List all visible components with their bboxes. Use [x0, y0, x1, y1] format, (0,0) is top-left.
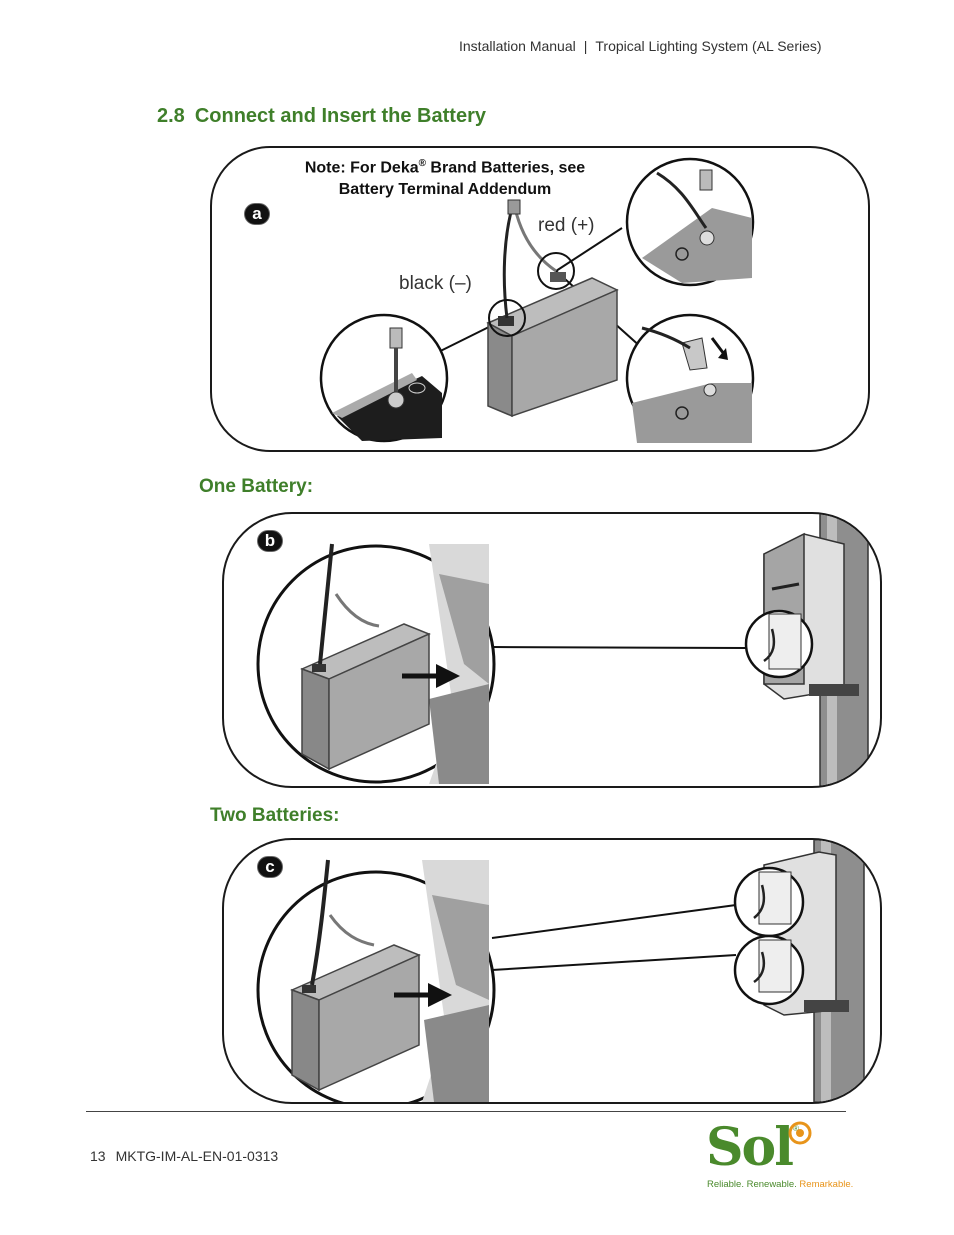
figure-c-panel — [222, 838, 882, 1104]
battery-terminal-illustration — [319, 157, 755, 443]
document-code: MKTG-IM-AL-EN-01-0313 — [115, 1148, 279, 1164]
tagline-part1: Reliable. Renewable. — [707, 1179, 800, 1190]
figure-b-panel — [222, 512, 882, 788]
two-batteries-heading: Two Batteries: — [210, 805, 340, 826]
section-title: Connect and Insert the Battery — [194, 105, 486, 127]
one-battery-heading: One Battery: — [199, 476, 314, 497]
note-suffix: Brand Batteries, see — [425, 159, 586, 177]
footer-doc-info: 13 MKTG-IM-AL-EN-01-0313 — [90, 1148, 278, 1164]
one-battery-illustration — [256, 514, 869, 786]
registered-mark: ® — [418, 158, 426, 169]
label-red-positive: red (+) — [538, 215, 595, 236]
logo-registered-mark: ® — [793, 1124, 799, 1133]
header-manual: Installation Manual — [459, 38, 576, 54]
figure-a-badge: a — [244, 203, 270, 225]
sol-logo-wordmark: Sol — [706, 1117, 794, 1178]
note-prefix: Note: For Deka — [304, 159, 419, 177]
running-header: Installation Manual | Tropical Lighting Sy… — [459, 38, 822, 54]
header-product: Tropical Lighting System (AL Series) — [595, 38, 822, 54]
section-heading: 2.8 Connect and Insert the Battery — [157, 105, 486, 128]
deka-note: Note: For Deka® Brand Batteries, see Bat… — [260, 153, 630, 201]
header-separator: | — [583, 38, 588, 54]
label-black-negative: black (–) — [399, 273, 472, 294]
footer-divider — [86, 1111, 846, 1112]
logo-tagline: Reliable. Renewable. Remarkable. — [707, 1179, 853, 1190]
two-batteries-illustration — [256, 840, 865, 1102]
section-number: 2.8 — [157, 105, 185, 127]
note-line2: Battery Terminal Addendum — [338, 181, 552, 199]
sun-logo-icon — [788, 1121, 812, 1145]
figure-b-badge: b — [257, 530, 283, 552]
figure-c-badge: c — [257, 856, 283, 878]
tagline-part2: Remarkable. — [799, 1179, 854, 1190]
figure-a-panel — [210, 146, 870, 452]
page-number: 13 — [90, 1148, 106, 1164]
